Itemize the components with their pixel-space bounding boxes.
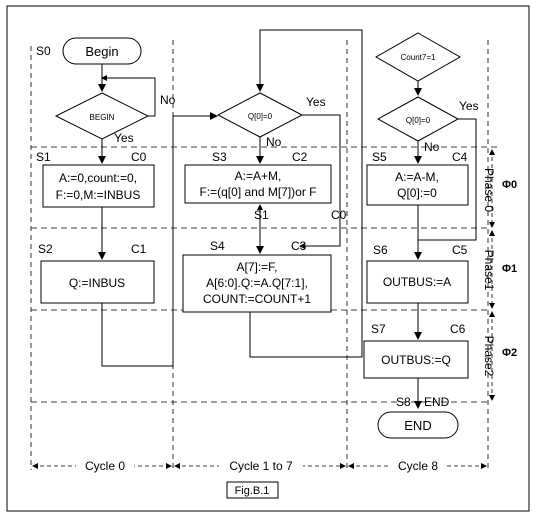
box-s2 <box>40 260 155 304</box>
control-label-c2: C2 <box>292 150 308 164</box>
decision-q0-mid-label: Q[0]=0 <box>248 112 273 121</box>
state-label-s1: S1 <box>36 150 51 164</box>
box-s5-line2: Q[0]:=0 <box>397 186 437 200</box>
state-label-s7: S7 <box>371 322 386 336</box>
cycle-label-1-7: Cycle 1 to 7 <box>229 459 293 473</box>
state-label-s6: S6 <box>373 243 388 257</box>
end-marker-label: END <box>424 395 450 409</box>
begin-terminal-label: Begin <box>85 44 118 59</box>
branch-label-no-right: No <box>424 140 440 154</box>
box-s1-line2: F:=0,M:=INBUS <box>56 188 141 202</box>
box-s5-line1: A:=A-M, <box>395 170 439 184</box>
control-label-c5: C5 <box>452 243 468 257</box>
decision-begin-label: BEGIN <box>90 113 115 122</box>
box-s1 <box>42 164 155 208</box>
phi-label-1: Φ1 <box>502 263 517 275</box>
cycle-label-8: Cycle 8 <box>398 459 438 473</box>
branch-label-yes-mid: Yes <box>306 95 326 109</box>
phase-label-1: Phase1 <box>482 250 496 291</box>
control-label-c0-left: C0 <box>131 150 147 164</box>
end-terminal-label: END <box>404 418 431 433</box>
box-s6-line1: OUTBUS:=A <box>383 275 451 289</box>
cycle-separators <box>30 40 489 470</box>
box-s4-line2: A[6:0].Q:=A.Q[7:1], <box>206 276 308 290</box>
figure-caption: Fig.B.1 <box>235 485 270 497</box>
box-s2-line1: Q:=INBUS <box>69 276 125 290</box>
box-s4-line3: COUNT:=COUNT+1 <box>203 292 311 306</box>
control-label-c1: C1 <box>131 242 147 256</box>
box-s7-line1: OUTBUS:=Q <box>381 353 451 367</box>
control-label-c6: C6 <box>450 322 466 336</box>
phi-label-2: Φ2 <box>502 347 517 359</box>
control-label-c3: C3 <box>291 239 307 253</box>
phase-separators <box>31 146 497 403</box>
cycle-label-0: Cycle 0 <box>85 459 125 473</box>
control-label-c4: C4 <box>452 150 468 164</box>
state-label-s2: S2 <box>38 242 53 256</box>
branch-label-yes-begin: Yes <box>114 131 134 145</box>
outer-frame <box>6 5 530 512</box>
branch-label-no-mid: No <box>266 135 282 149</box>
phase-label-2: Phase2 <box>482 336 496 377</box>
branch-label-no-begin: No <box>160 93 176 107</box>
phi-label-0: Φ0 <box>502 179 517 191</box>
state-label-s4: S4 <box>210 239 225 253</box>
state-label-s0: S0 <box>36 44 51 58</box>
state-label-s5: S5 <box>372 150 387 164</box>
state-label-s3: S3 <box>212 150 227 164</box>
decision-q0-right-label: Q[0]=0 <box>406 116 431 125</box>
end-terminal <box>377 411 459 439</box>
box-s1-line1: A:=0,count:=0, <box>59 171 137 185</box>
box-s6 <box>366 260 469 304</box>
branch-label-yes-right: Yes <box>459 99 479 113</box>
phase-label-0: Phase 0 <box>482 168 496 212</box>
box-s3 <box>184 164 332 204</box>
decision-count7-label: Count7=1 <box>401 53 436 62</box>
figure-caption-box <box>226 481 279 499</box>
box-s5 <box>366 164 469 206</box>
box-s3-line1: A:=A+M, <box>235 169 282 183</box>
control-label-c0-mid: C0 <box>331 208 347 222</box>
box-s4-line1: A[7]:=F, <box>236 260 277 274</box>
box-s3-line2: F:=(q[0] and M[7])or F <box>199 185 316 199</box>
box-s4 <box>182 254 332 313</box>
state-label-s8: S8 <box>396 395 411 409</box>
state-label-s1-mid: S1 <box>254 208 269 222</box>
box-s7 <box>363 340 469 379</box>
